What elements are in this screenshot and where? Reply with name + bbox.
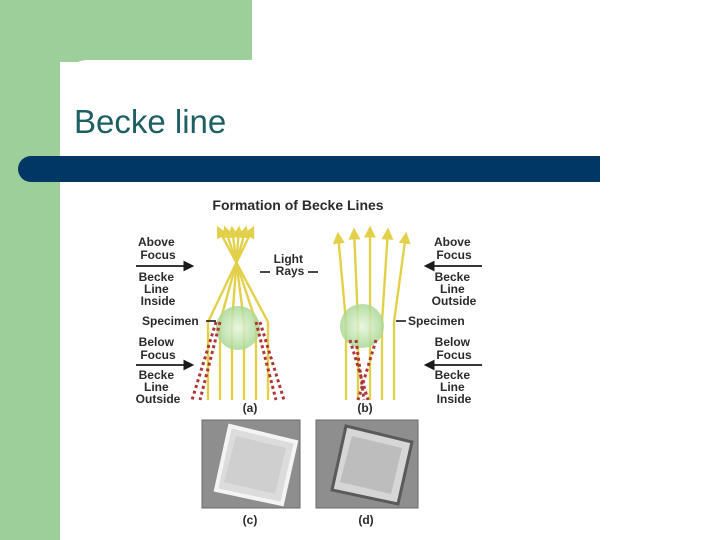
becke-line-figure: Formation of Becke Lines	[120, 190, 500, 530]
title-divider-bar	[18, 156, 600, 182]
panel-label-c: (c)	[243, 513, 258, 527]
becke-line-diagram: Formation of Becke Lines	[120, 190, 500, 530]
panel-b-labels: Above Focus Becke Line Outside Specimen …	[396, 235, 482, 406]
left-specimen-label: Specimen	[142, 314, 199, 328]
right-specimen-label: Specimen	[408, 314, 465, 328]
svg-text:Below Focus: Below Focus	[435, 335, 474, 362]
figure-title: Formation of Becke Lines	[212, 197, 383, 213]
background-green-left	[0, 0, 60, 540]
svg-text:Becke Line Inside: Becke Line Inside	[435, 368, 474, 406]
svg-text:Above Focus: Above Focus	[138, 235, 178, 262]
light-rays-label: Light Rays	[260, 252, 318, 278]
panel-b-specimen	[340, 304, 384, 348]
photo-c	[202, 420, 300, 508]
svg-text:Above Focus: Above Focus	[434, 235, 474, 262]
photo-d	[316, 420, 418, 508]
panel-label-d: (d)	[358, 513, 373, 527]
slide-title: Becke line	[74, 102, 226, 142]
svg-text:Becke Line Inside: Becke Line Inside	[139, 270, 178, 308]
svg-text:Below Focus: Below Focus	[139, 335, 178, 362]
panel-a-specimen	[216, 306, 260, 350]
svg-text:Becke Line Outside: Becke Line Outside	[136, 368, 181, 406]
panel-b-becke-line-dots	[350, 340, 376, 400]
panel-label-b: (b)	[357, 401, 372, 415]
svg-text:Becke Line Outside: Becke Line Outside	[432, 270, 477, 308]
svg-text:Light Rays: Light Rays	[274, 252, 307, 278]
panel-label-a: (a)	[243, 401, 258, 415]
